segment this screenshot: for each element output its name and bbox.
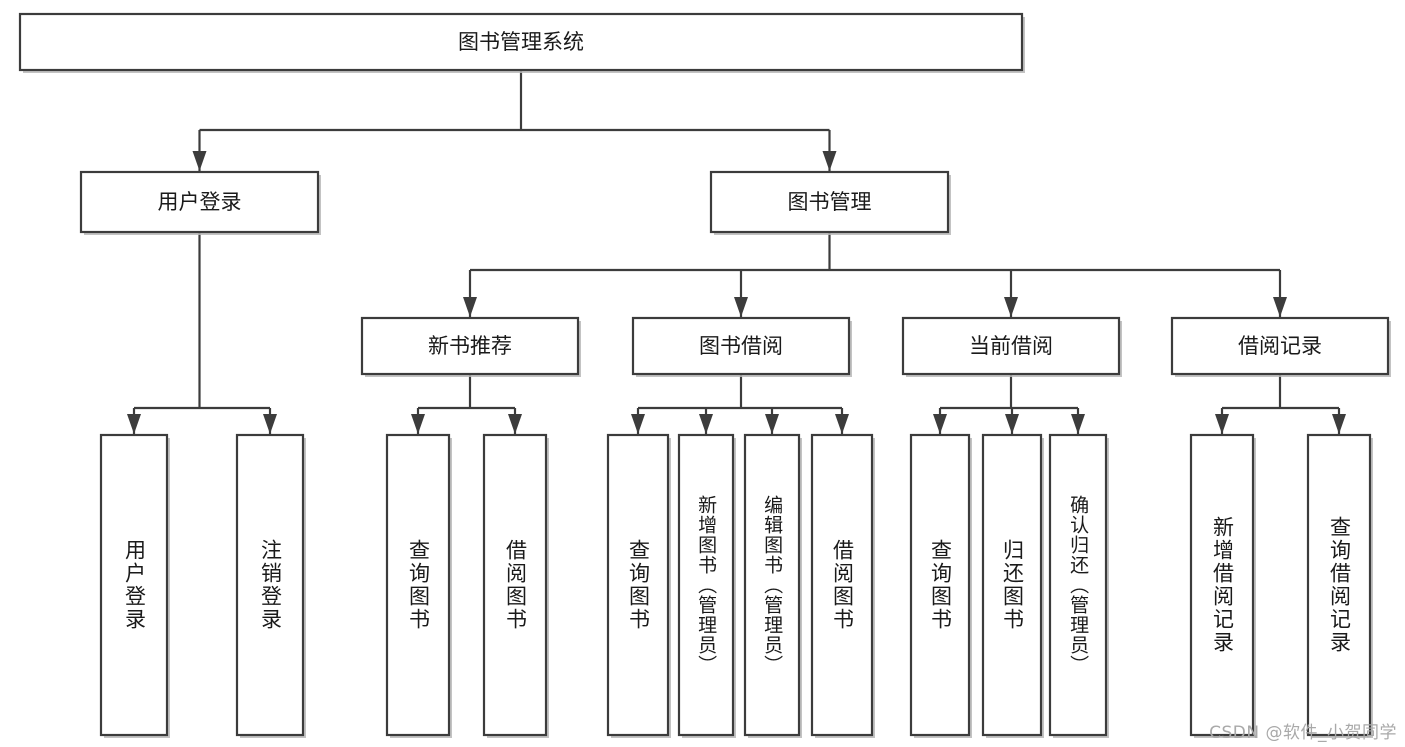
arrow-head-icon xyxy=(127,414,141,434)
node-leaf-8[interactable] xyxy=(909,433,971,737)
node-level3-2[interactable] xyxy=(901,316,1121,376)
node-level2-0[interactable] xyxy=(79,170,320,234)
arrow-head-icon xyxy=(765,414,779,434)
node-level3-label-2: 当前借阅 xyxy=(969,334,1053,358)
node-leaf-4[interactable] xyxy=(606,433,670,737)
node-leaf-0[interactable] xyxy=(99,433,169,737)
node-leaf-12[interactable] xyxy=(1306,433,1372,737)
arrow-head-icon xyxy=(1004,297,1018,317)
arrow-head-icon xyxy=(734,297,748,317)
arrow-head-icon xyxy=(933,414,947,434)
watermark: CSDN @软件_小贺同学 xyxy=(1209,723,1397,743)
node-level3-label-3: 借阅记录 xyxy=(1238,334,1322,358)
node-level2-1[interactable] xyxy=(709,170,950,234)
arrow-head-icon xyxy=(1332,414,1346,434)
arrow-head-icon xyxy=(508,414,522,434)
node-root[interactable] xyxy=(18,12,1024,72)
node-level2-label-1: 图书管理 xyxy=(788,190,872,214)
node-leaf-11[interactable] xyxy=(1189,433,1255,737)
arrow-head-icon xyxy=(835,414,849,434)
node-level2-label-0: 用户登录 xyxy=(158,190,242,214)
node-leaf-1[interactable] xyxy=(235,433,305,737)
node-leaf-6[interactable] xyxy=(743,433,801,737)
node-leaf-10[interactable] xyxy=(1048,433,1108,737)
arrow-head-icon xyxy=(463,297,477,317)
arrow-head-icon xyxy=(822,151,837,171)
arrow-head-icon xyxy=(263,414,277,434)
node-level3-label-0: 新书推荐 xyxy=(428,334,512,358)
node-level3-1[interactable] xyxy=(631,316,851,376)
node-level3-0[interactable] xyxy=(360,316,580,376)
node-level3-3[interactable] xyxy=(1170,316,1390,376)
arrow-head-icon xyxy=(192,151,207,171)
node-leaf-2[interactable] xyxy=(385,433,451,737)
node-leaf-7[interactable] xyxy=(810,433,874,737)
arrow-head-icon xyxy=(1273,297,1287,317)
node-leaf-5[interactable] xyxy=(677,433,735,737)
arrow-head-icon xyxy=(631,414,645,434)
box-layer xyxy=(18,12,1391,738)
node-root-label: 图书管理系统 xyxy=(458,30,584,54)
arrow-head-icon xyxy=(1215,414,1229,434)
node-leaf-9[interactable] xyxy=(981,433,1043,737)
arrow-head-icon xyxy=(1071,414,1085,434)
arrow-head-icon xyxy=(699,414,713,434)
node-leaf-3[interactable] xyxy=(482,433,548,737)
arrow-head-icon xyxy=(411,414,425,434)
connector-layer xyxy=(127,70,1346,434)
node-level3-label-1: 图书借阅 xyxy=(699,334,783,358)
arrow-head-icon xyxy=(1005,414,1019,434)
